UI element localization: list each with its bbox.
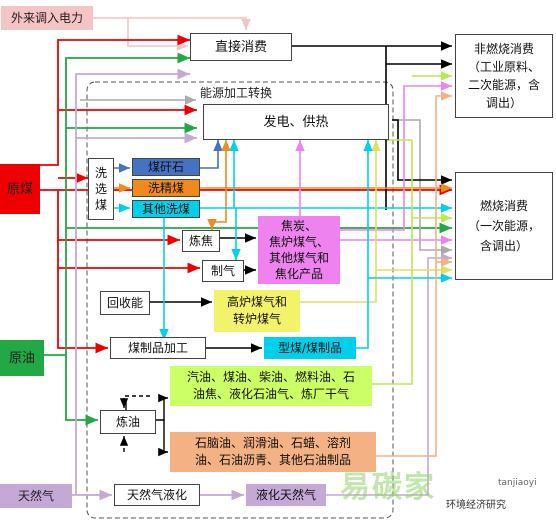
briquette-node: 型煤/煤制品 (264, 337, 356, 359)
watermark-site: tanjiaoyi (498, 478, 537, 488)
direct-consumption-node: 直接消费 (190, 33, 292, 61)
gas-liquefaction-node: 天然气液化 (114, 484, 200, 506)
external-power-node: 外来调入电力 (1, 6, 93, 30)
power-heat-node: 发电、供热 (203, 104, 389, 140)
lng-node: 液化天然气 (246, 484, 326, 506)
blast-furnace-gas-node: 高炉煤气和 转炉煤气 (214, 290, 300, 332)
conversion-region-label: 能源加工转换 (198, 84, 275, 101)
oil-refining-node: 炼油 (100, 410, 156, 434)
natural-gas-node: 天然气 (0, 484, 72, 508)
watermark-account: 环境经济研究 (446, 500, 506, 511)
coal-washing-node: 洗 选 煤 (88, 158, 114, 220)
conversion-region-border (86, 81, 394, 519)
coal-products-processing-node: 煤制品加工 (110, 337, 206, 359)
raw-coal-node: 原煤 (0, 164, 40, 214)
cleaned-coal-node: 洗精煤 (132, 179, 200, 197)
coking-products-node: 焦炭、 焦炉煤气、 其他煤气和 焦化产品 (258, 216, 340, 284)
watermark-brand: 易碳家 (340, 470, 436, 505)
gas-making-node: 制气 (202, 260, 244, 282)
crude-oil-node: 原油 (0, 340, 44, 376)
refined-products-node: 石脑油、润滑油、石蜡、溶剂 油、石油沥青、其他石油制品 (170, 432, 376, 472)
coal-slime-node: 煤矸石 (132, 158, 200, 176)
other-washed-coal-node: 其他洗煤 (132, 200, 200, 218)
refined-fuels-node: 汽油、煤油、柴油、燃料油、石 油焦、液化石油气、炼厂干气 (170, 366, 372, 406)
recovery-energy-node: 回收能 (100, 291, 150, 315)
coking-node: 炼焦 (182, 230, 220, 252)
combustion-consumption-node: 燃烧消费 （一次能源， 含调出） (455, 172, 553, 280)
non-combustion-consumption-node: 非燃烧消费 （工业原料、 二次能源，含 调出） (455, 34, 553, 118)
